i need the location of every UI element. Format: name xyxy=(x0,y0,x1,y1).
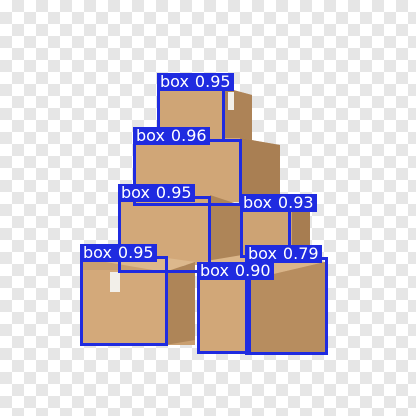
bottom-right-box xyxy=(200,252,325,352)
